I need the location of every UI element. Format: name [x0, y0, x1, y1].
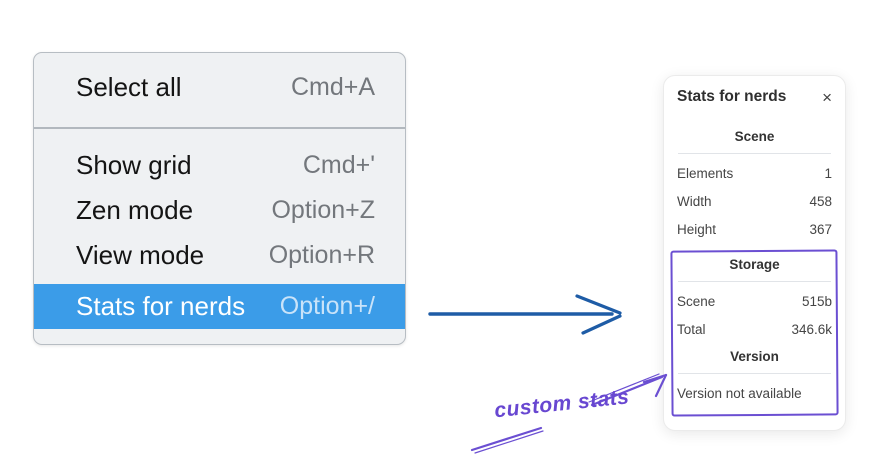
stat-row-total-storage: Total 346.6k: [677, 321, 832, 338]
menu-item-label: Zen mode: [76, 195, 194, 225]
menu-item-label: Select all: [76, 72, 182, 102]
stat-value: 458: [809, 194, 832, 209]
stat-label: Scene: [677, 294, 716, 309]
menu-item-shortcut: Option+/: [279, 292, 375, 320]
stat-label: Height: [677, 222, 717, 237]
stat-row-scene-storage: Scene 515b: [677, 293, 832, 310]
version-note: Version not available: [677, 386, 802, 401]
stat-value: 367: [809, 222, 832, 237]
menu-item-label: Stats for nerds: [76, 291, 246, 321]
menu-item-shortcut: Cmd+A: [290, 73, 375, 101]
stat-value: 346.6k: [791, 322, 832, 337]
menu-item-shortcut: Option+Z: [271, 196, 375, 224]
divider: [678, 281, 831, 282]
stat-label: Width: [677, 194, 712, 209]
menu-item-shortcut: Option+R: [268, 241, 375, 269]
menu-item-zen-mode[interactable]: Zen mode Option+Z: [34, 188, 405, 233]
stat-row-width: Width 458: [677, 193, 832, 210]
panel-title: Stats for nerds: [677, 88, 787, 105]
menu-item-shortcut: Cmd+': [302, 151, 375, 179]
menu-item-show-grid[interactable]: Show grid Cmd+': [34, 143, 405, 188]
stat-row-height: Height 367: [677, 221, 832, 238]
menu-separator: [34, 127, 405, 129]
stat-row-elements: Elements 1: [677, 165, 832, 182]
context-menu: Select all Cmd+A Show grid Cmd+' Zen mod…: [33, 52, 406, 345]
menu-item-view-mode[interactable]: View mode Option+R: [34, 233, 405, 278]
section-heading-version: Version: [730, 349, 779, 364]
divider: [678, 373, 831, 374]
stat-label: Elements: [677, 166, 734, 181]
section-heading-scene: Scene: [734, 129, 775, 144]
divider: [678, 153, 831, 154]
stat-label: Total: [677, 322, 706, 337]
custom-stats-annotation: custom stats: [493, 385, 631, 423]
menu-item-label: View mode: [76, 240, 205, 270]
menu-item-select-all[interactable]: Select all Cmd+A: [34, 65, 405, 110]
stats-for-nerds-panel: Stats for nerds × Scene Elements 1 Width…: [663, 75, 846, 431]
close-icon[interactable]: ×: [822, 87, 832, 107]
menu-item-label: Show grid: [76, 150, 192, 180]
stat-value: 515b: [801, 294, 832, 309]
section-heading-storage: Storage: [729, 257, 780, 272]
menu-item-stats-for-nerds[interactable]: Stats for nerds Option+/: [34, 284, 405, 329]
stat-value: 1: [824, 166, 832, 181]
